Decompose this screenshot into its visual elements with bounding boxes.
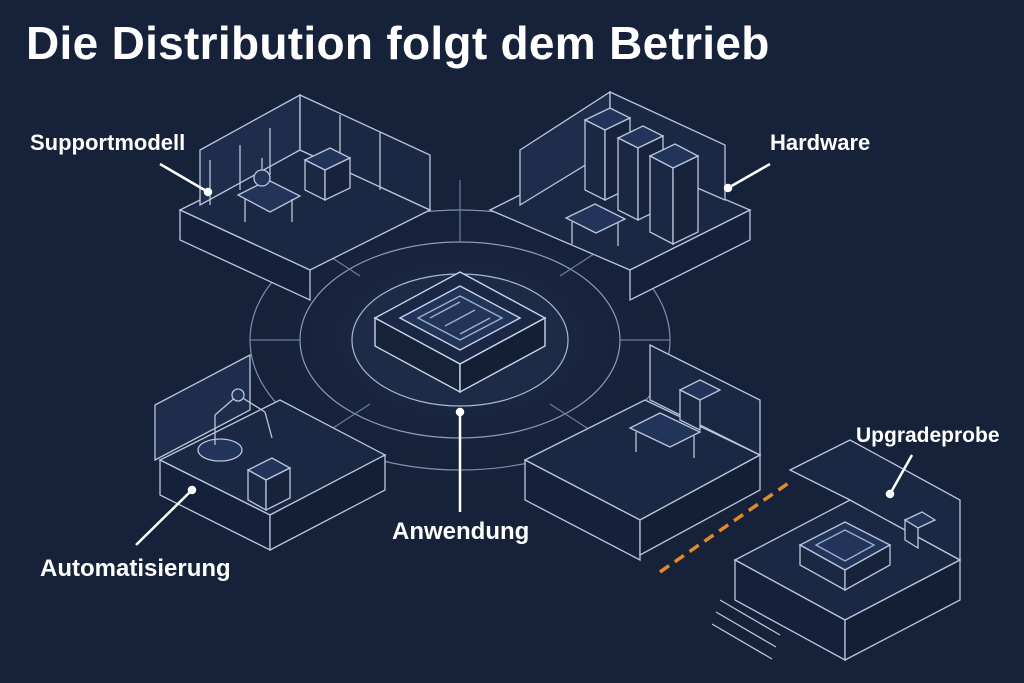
label-upgrade-test: Upgradeprobe	[856, 424, 1000, 447]
label-hardware: Hardware	[770, 130, 871, 155]
leader-lines	[135, 162, 914, 546]
lab-room	[523, 343, 762, 562]
label-automation: Automatisierung	[40, 555, 231, 582]
hardware-room	[488, 90, 752, 302]
label-support-model: Supportmodell	[30, 130, 186, 155]
label-application: Anwendung	[392, 518, 530, 545]
page-title: Die Distribution folgt dem Betrieb	[26, 17, 770, 69]
upgrade-link-dashed	[659, 480, 791, 574]
upgrade-room	[711, 439, 962, 662]
support-room	[178, 93, 432, 302]
automation-room	[154, 353, 387, 552]
application-module	[373, 271, 547, 394]
